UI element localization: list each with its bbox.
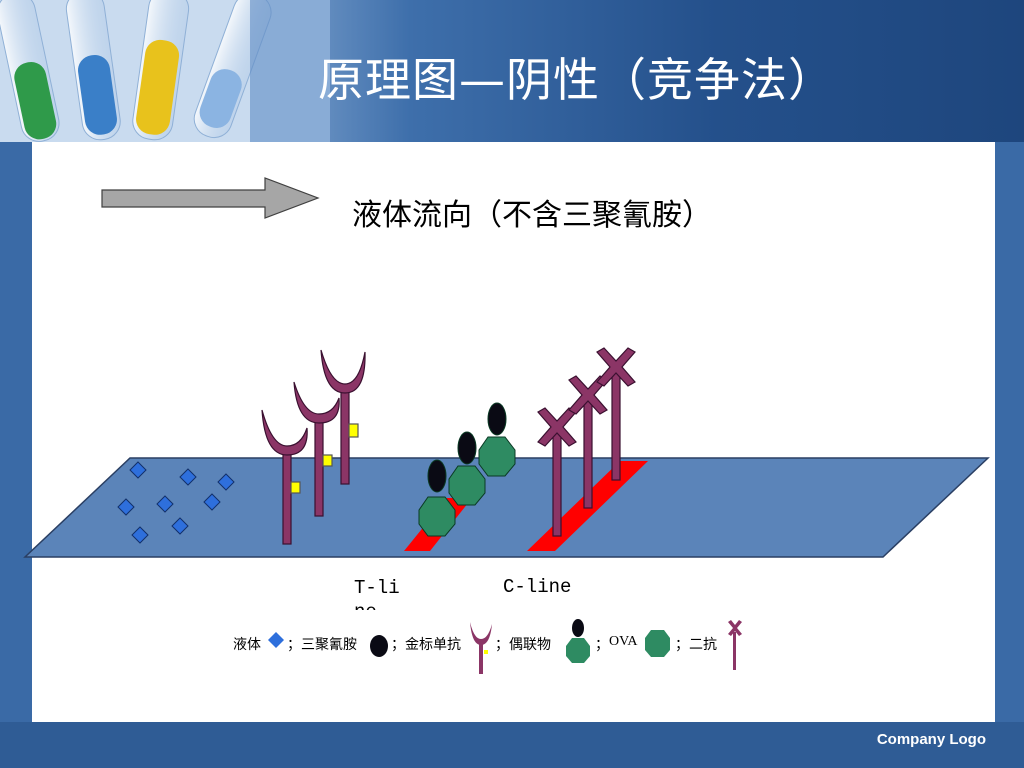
liquid-diamond-icon [156, 495, 174, 513]
legend-separator: ； [287, 637, 301, 653]
flow-arrow-icon [101, 177, 320, 219]
c-line-label: C-line [503, 576, 572, 598]
legend-ova: OVA [609, 634, 638, 649]
secondary-antibody-icon [596, 347, 636, 481]
conjugate-icon [478, 402, 516, 477]
t-line-label: T-line [354, 577, 400, 610]
company-logo: Company Logo [876, 731, 986, 748]
slide-title: 原理图—阴性（竞争法） [318, 53, 835, 107]
legend-separator: ； [675, 637, 689, 653]
gold-antibody-icon [261, 409, 308, 545]
conjugate-icon [418, 459, 456, 537]
content-area [32, 142, 995, 722]
test-strip [23, 457, 990, 558]
conjugates [418, 402, 516, 537]
flow-direction-label: 液体流向（不含三聚氰胺） [352, 198, 712, 233]
ova-icon [645, 630, 670, 657]
secondary-antibody-icon [568, 375, 608, 509]
liquid-diamond-icon [203, 493, 221, 511]
liquid-particles [117, 461, 235, 544]
test-tubes-image [0, 0, 330, 142]
liquid-diamond-icon [117, 498, 135, 516]
legend-icons [268, 619, 742, 674]
header-banner: 原理图—阴性（竞争法） [0, 0, 1024, 142]
legend-separator: ； [595, 637, 609, 653]
legend-gold-antibody: 金标单抗 [405, 637, 461, 653]
liquid-diamond-icon [268, 632, 284, 648]
melamine-icon [370, 635, 388, 657]
left-border [0, 142, 32, 768]
liquid-diamond-icon [131, 526, 149, 544]
legend-conjugate: 偶联物 [509, 637, 551, 653]
gold-antibodies [261, 349, 366, 545]
secondary-antibody-icon [537, 407, 577, 537]
liquid-diamond-icon [129, 461, 147, 479]
legend-separator: ； [391, 637, 405, 653]
legend-separator: ； [495, 637, 509, 653]
legend-melamine: 三聚氰胺 [301, 637, 357, 653]
legend-liquid: 液体 [233, 637, 261, 653]
liquid-diamond-icon [217, 473, 235, 491]
gold-antibody-icon [320, 349, 366, 485]
footer-bar [0, 722, 1024, 768]
secondary-antibodies [537, 347, 636, 537]
liquid-diamond-icon [171, 517, 189, 535]
legend-secondary-antibody: 二抗 [689, 637, 717, 653]
conjugate-icon [448, 431, 486, 506]
liquid-diamond-icon [179, 468, 197, 486]
secondary-antibody-icon [728, 620, 742, 670]
conjugate-icon [566, 619, 590, 663]
gold-antibody-icon [293, 381, 340, 517]
right-border [995, 142, 1024, 768]
gold-antibody-icon [470, 622, 492, 674]
